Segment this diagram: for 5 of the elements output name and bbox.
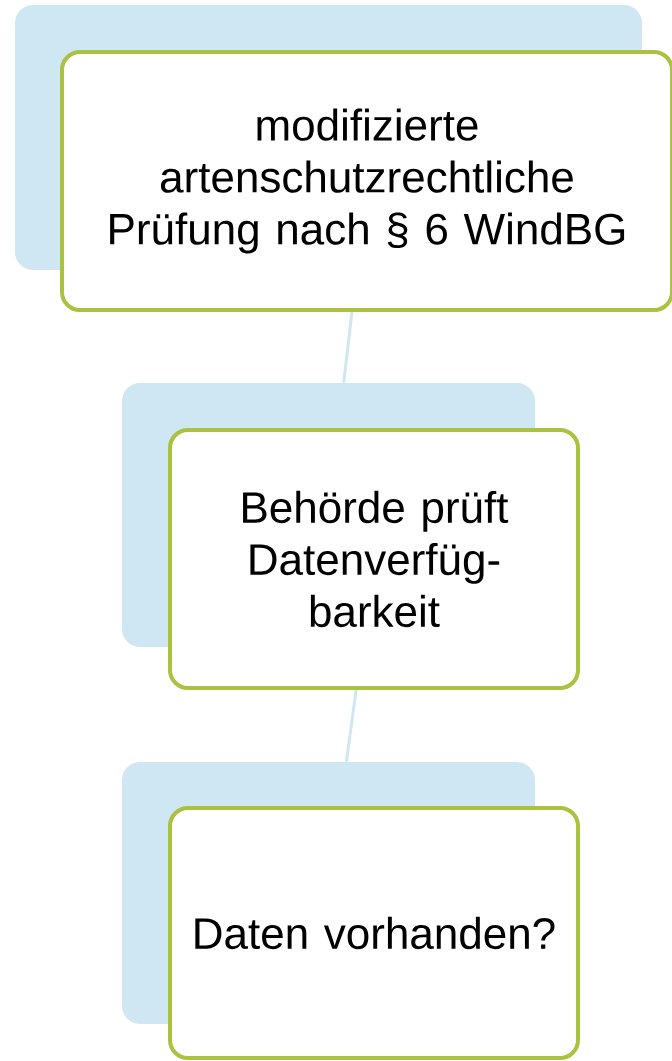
connector-line: [342, 311, 354, 383]
text-box: modifizierte artenschutzrechtliche Prüfung nach § 6 WindBG: [60, 50, 672, 312]
text-box: Daten vorhanden?: [168, 806, 580, 1060]
text-box: Behörde prüft Datenverfüg- barkeit: [168, 428, 580, 690]
connector-line: [344, 689, 358, 762]
